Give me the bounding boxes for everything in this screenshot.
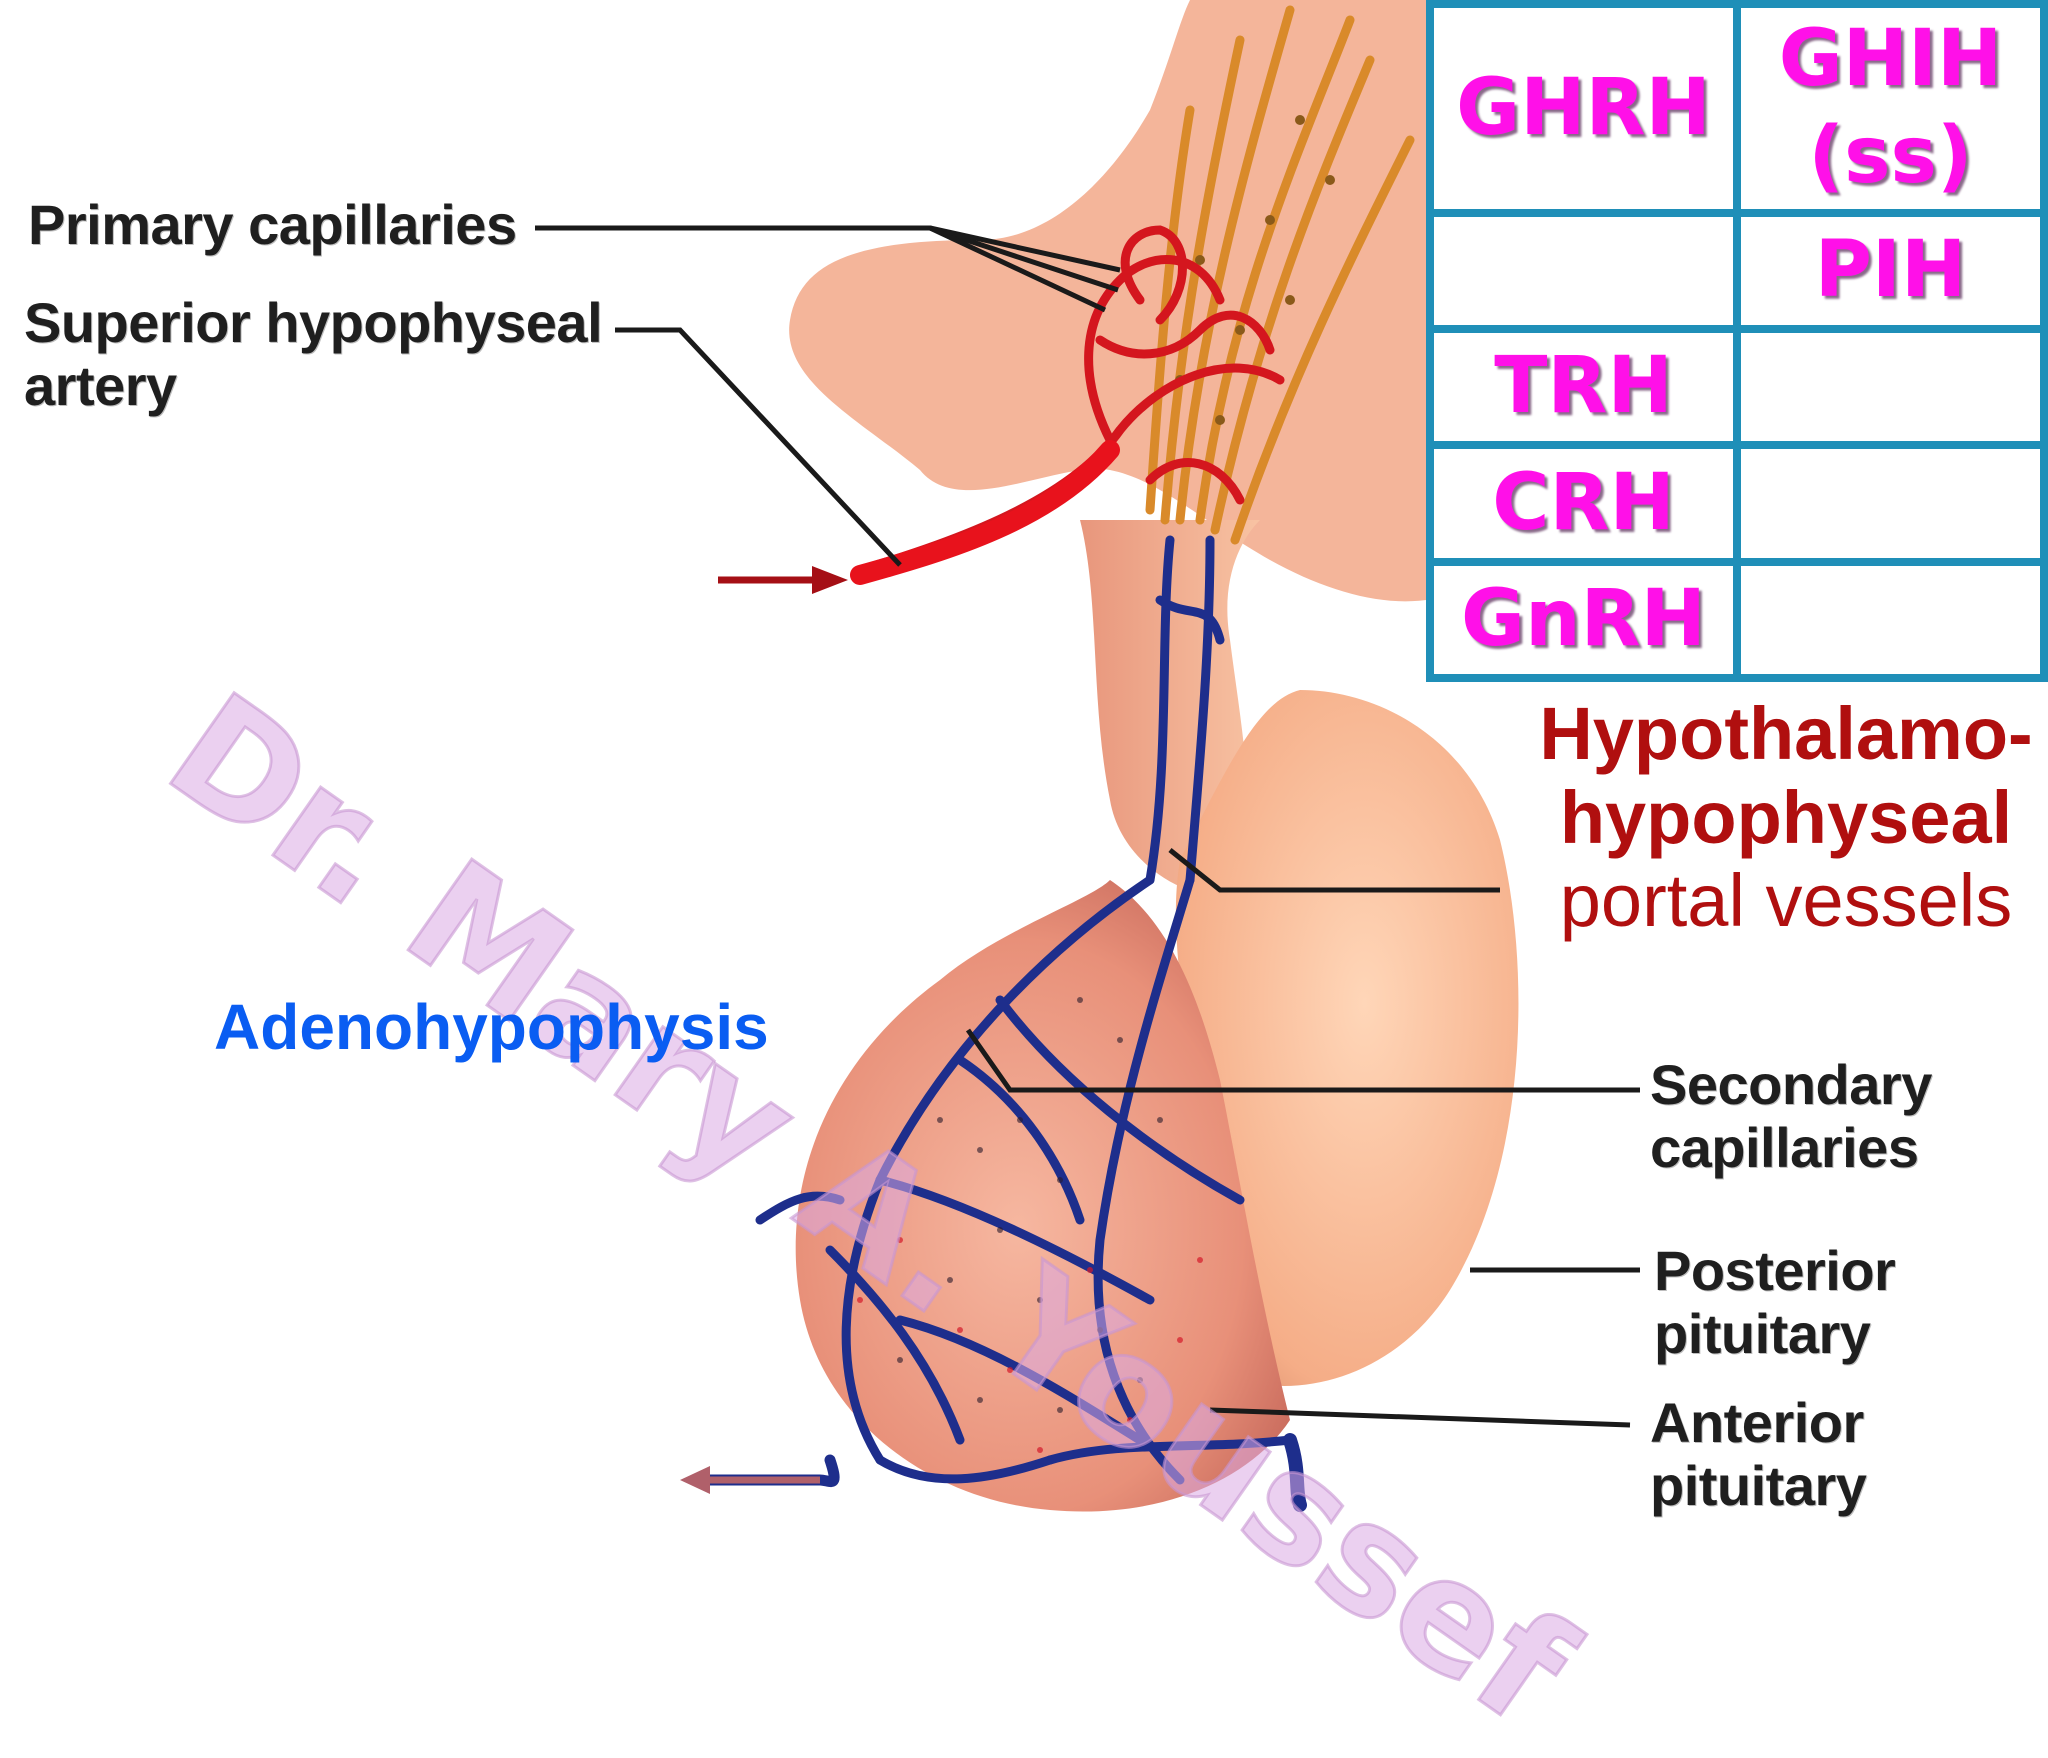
hormone-cell: TRH — [1426, 324, 1741, 450]
table-row: PIH — [1426, 208, 2048, 333]
hormone-cell: GHIH(ss) — [1733, 0, 2048, 217]
superior-hypophyseal-artery — [850, 440, 1120, 585]
hormone-cell — [1733, 441, 2048, 566]
label-posterior-pituitary: Posterior pituitary — [1654, 1239, 1896, 1365]
artery-plexus — [855, 225, 1285, 575]
hormone-cell: GHRH — [1426, 0, 1741, 217]
releasing-hormone-table: GHRH GHIH(ss) PIH TRH CRH GnRH — [1426, 0, 2048, 683]
label-anterior-pituitary: Anterior pituitary — [1650, 1391, 1867, 1517]
label-adenohypophysis: Adenohypophysis — [214, 991, 769, 1063]
table-row: GnRH — [1426, 557, 2048, 683]
outflow-arrow-icon — [680, 1466, 820, 1494]
label-primary-capillaries: Primary capillaries — [28, 193, 517, 256]
table-row: CRH — [1426, 441, 2048, 566]
portal-veins — [755, 535, 1295, 1485]
hormone-cell — [1426, 208, 1741, 333]
hormone-cell: CRH — [1426, 441, 1741, 566]
neuron-dots — [1175, 115, 1335, 425]
red-speckles — [857, 1237, 1203, 1453]
label-superior-hypophyseal-artery: Superior hypophyseal artery — [24, 291, 603, 417]
table-row: TRH — [1426, 324, 2048, 450]
hormone-cell: PIH — [1733, 208, 2048, 333]
posterior-pituitary-shape — [1175, 690, 1519, 1386]
outflow-vein-left — [694, 1454, 840, 1488]
label-secondary-capillaries: Secondary capillaries — [1650, 1053, 1932, 1179]
hormone-cell: GnRH — [1426, 557, 1741, 683]
pituitary-diagram — [535, 0, 1640, 1512]
red-arrow-icon — [718, 566, 848, 594]
outflow-vein-right — [1283, 1433, 1307, 1512]
leader-lines — [535, 225, 1640, 1428]
table-row: GHRH GHIH(ss) — [1426, 0, 2048, 217]
portal-vessels-title: Hypothalamo- hypophyseal portal vessels — [1539, 692, 2033, 943]
anterior-cells — [897, 997, 1163, 1413]
hormone-cell — [1733, 324, 2048, 450]
hypothalamus-tissue — [789, 0, 1500, 602]
hormone-cell — [1733, 557, 2048, 683]
